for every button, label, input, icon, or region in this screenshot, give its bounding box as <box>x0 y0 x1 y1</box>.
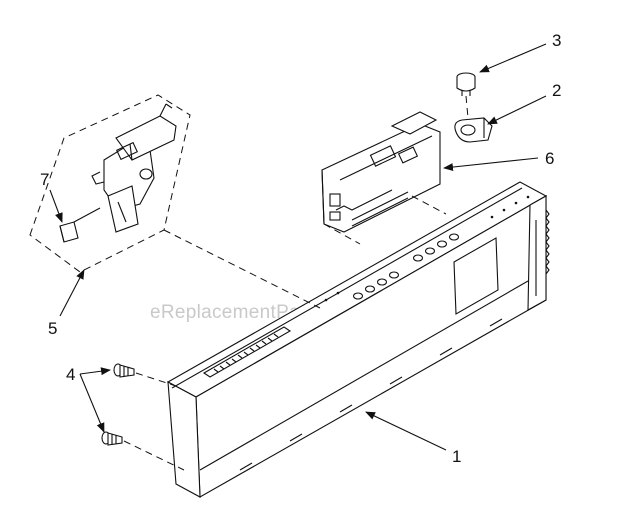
part-control-board <box>321 111 441 233</box>
display-window <box>453 237 499 315</box>
callout-4: 4 <box>66 365 75 384</box>
assembly-lines <box>123 95 469 471</box>
callout-1: 1 <box>452 447 461 466</box>
part-screw-lower <box>101 431 123 446</box>
vent-slots <box>239 318 503 471</box>
indicator-dots <box>324 195 530 302</box>
callout-2: 2 <box>552 81 561 100</box>
part-clip <box>454 117 493 143</box>
button-row-upper <box>412 233 460 262</box>
callout-7: 7 <box>40 170 49 189</box>
callout-3: 3 <box>552 31 561 50</box>
grille-strip <box>202 326 292 378</box>
part-console-panel <box>166 181 550 498</box>
part-screw-upper <box>113 363 135 378</box>
part-cap <box>456 72 476 96</box>
callout-6: 6 <box>545 149 554 168</box>
part-switch-assembly <box>29 94 191 273</box>
button-row-lower <box>352 271 400 300</box>
leader-lines <box>49 43 547 451</box>
callout-5: 5 <box>48 319 57 338</box>
